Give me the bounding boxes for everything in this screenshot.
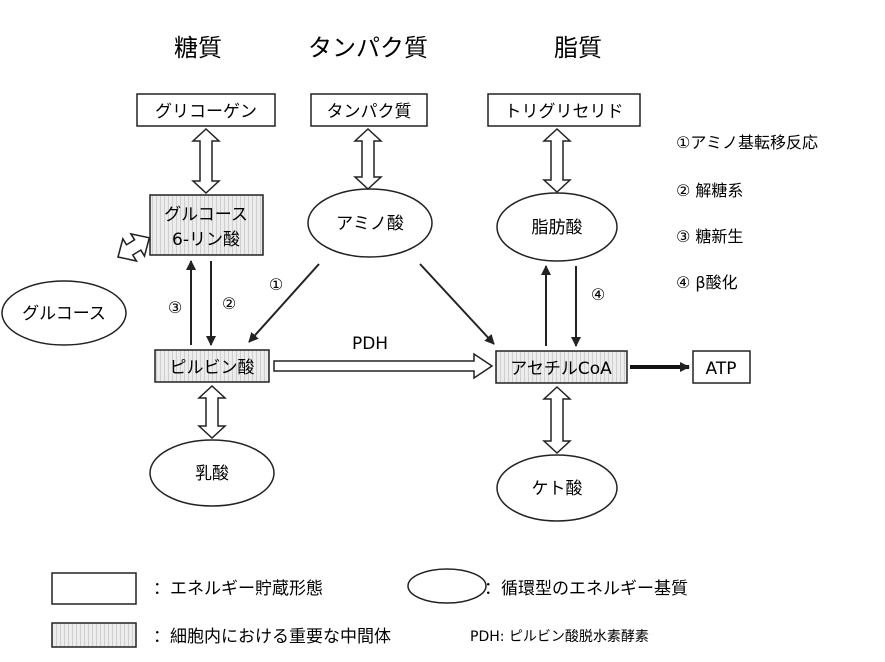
fatty-acid-label: 脂肪酸 xyxy=(532,218,583,238)
hollow-arrow-pyruvate-lactate xyxy=(197,384,227,440)
arrow-aminoacid-to-acetylcoa xyxy=(419,263,495,345)
label-n4: ④ xyxy=(591,285,605,304)
hollow-arrow-glucose-g6p xyxy=(117,232,151,263)
hollow-arrow-pdh xyxy=(273,352,494,380)
pathway-key-1: ①アミノ基転移反応 xyxy=(676,133,818,152)
legend-intermediate-swatch xyxy=(51,622,137,648)
hollow-arrow-triglyceride-fattyacid xyxy=(542,127,572,194)
hollow-arrow-protein-aminoacid xyxy=(353,127,383,191)
pathway-key-4: ④ β酸化 xyxy=(676,273,738,292)
header-carbohydrate: 糖質 xyxy=(174,34,222,62)
ellipse-ketone: ケト酸 xyxy=(496,454,618,522)
header-protein: タンパク質 xyxy=(308,34,428,62)
intermediate-box-g6p: グルコース 6-リン酸 xyxy=(149,194,264,256)
ellipse-amino-acid: アミノ酸 xyxy=(307,188,433,258)
legend-intermediate-text: ：細胞内における重要な中間体 xyxy=(153,627,391,647)
label-n2: ② xyxy=(222,294,236,313)
atp-label: ATP xyxy=(706,359,737,379)
intermediate-box-acetylcoa: アセチルCoA xyxy=(495,350,628,384)
legend-pdh-note: PDH: ピルビン酸脱水素酵素 xyxy=(470,629,649,645)
arrow-aminoacid-to-pyruvate xyxy=(248,263,320,343)
label-n3: ③ xyxy=(168,298,182,317)
legend-storage-text: ：エネルギー貯蔵形態 xyxy=(153,579,323,599)
amino-acid-label: アミノ酸 xyxy=(336,214,404,234)
hollow-arrow-glycogen-g6p xyxy=(191,127,221,195)
pyruvate-label: ピルビン酸 xyxy=(170,358,255,378)
intermediate-box-pyruvate: ピルビン酸 xyxy=(154,349,270,383)
g6p-label-line1: グルコース xyxy=(164,205,248,225)
ketone-label: ケト酸 xyxy=(532,479,583,499)
legend-storage-swatch xyxy=(51,572,137,605)
hollow-arrow-acetylcoa-ketone xyxy=(542,385,572,455)
ellipse-glucose: グルコース xyxy=(1,280,127,346)
g6p-label-line2: 6-リン酸 xyxy=(172,230,240,250)
triglyceride-label: トリグリセリド xyxy=(505,102,624,122)
legend-circulating-swatch xyxy=(407,568,487,604)
header-lipid: 脂質 xyxy=(554,34,602,62)
ellipse-lactate: 乳酸 xyxy=(149,439,275,507)
acetylcoa-label: アセチルCoA xyxy=(510,359,612,379)
pathway-key-2: ② 解糖系 xyxy=(676,181,743,200)
storage-box-triglyceride: トリグリセリド xyxy=(487,93,641,127)
ellipse-fatty-acid: 脂肪酸 xyxy=(496,192,618,262)
legend-circulating-text: ：循環型のエネルギー基質 xyxy=(484,579,688,599)
label-n1: ① xyxy=(269,275,283,294)
storage-box-glycogen: グリコーゲン xyxy=(136,93,276,127)
legend: ：エネルギー貯蔵形態 ：循環型のエネルギー基質 ：細胞内における重要な中間体 P… xyxy=(51,568,688,648)
glycogen-label: グリコーゲン xyxy=(155,102,257,122)
glucose-label: グルコース xyxy=(22,304,106,324)
atp-box: ATP xyxy=(692,350,751,384)
storage-box-protein: タンパク質 xyxy=(310,93,428,127)
lactate-label: 乳酸 xyxy=(195,464,229,484)
pdh-label: PDH xyxy=(352,334,388,354)
pathway-key-3: ③ 糖新生 xyxy=(676,227,743,246)
protein-storage-label: タンパク質 xyxy=(327,102,412,122)
